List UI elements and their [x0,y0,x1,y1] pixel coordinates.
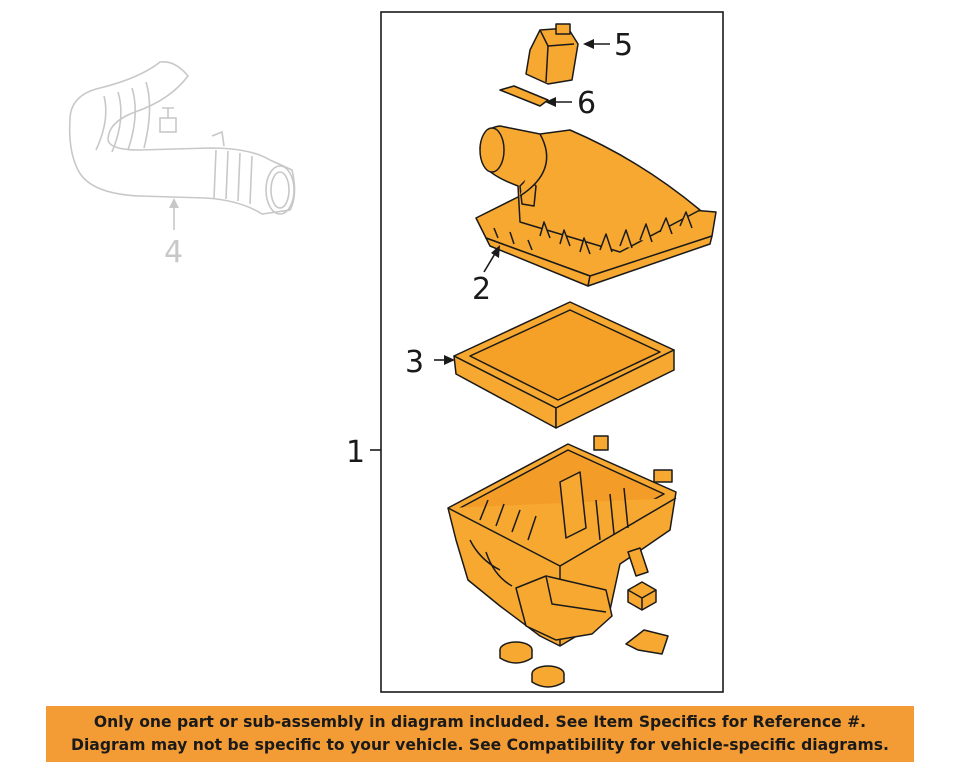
callout-5-arrowhead [583,39,594,49]
callout-4-arrowhead [169,198,179,208]
callout-6-arrowhead [545,97,556,107]
callout-3-arrowhead [444,355,455,365]
intake-hose-ghost [68,60,296,215]
air-filter-element [453,301,675,429]
sensor-seal [499,85,549,107]
callout-1: 1 [346,435,365,470]
air-cleaner-cover [475,125,717,287]
callout-2-arrowhead [491,245,500,258]
assembly-frame [380,11,724,693]
callout-4: 4 [164,235,183,270]
housing-small-parts [499,547,669,688]
mass-airflow-sensor [525,23,579,85]
callout-3: 3 [405,345,424,380]
callout-2: 2 [472,272,491,307]
callout-5: 5 [614,28,633,63]
disclaimer-banner: Only one part or sub-assembly in diagram… [46,706,914,762]
callout-6: 6 [577,86,596,121]
disclaimer-line-2: Diagram may not be specific to your vehi… [71,736,889,754]
callout-2-arrow [483,251,497,273]
disclaimer-line-1: Only one part or sub-assembly in diagram… [93,713,867,731]
air-cleaner-lower-housing [447,435,677,647]
